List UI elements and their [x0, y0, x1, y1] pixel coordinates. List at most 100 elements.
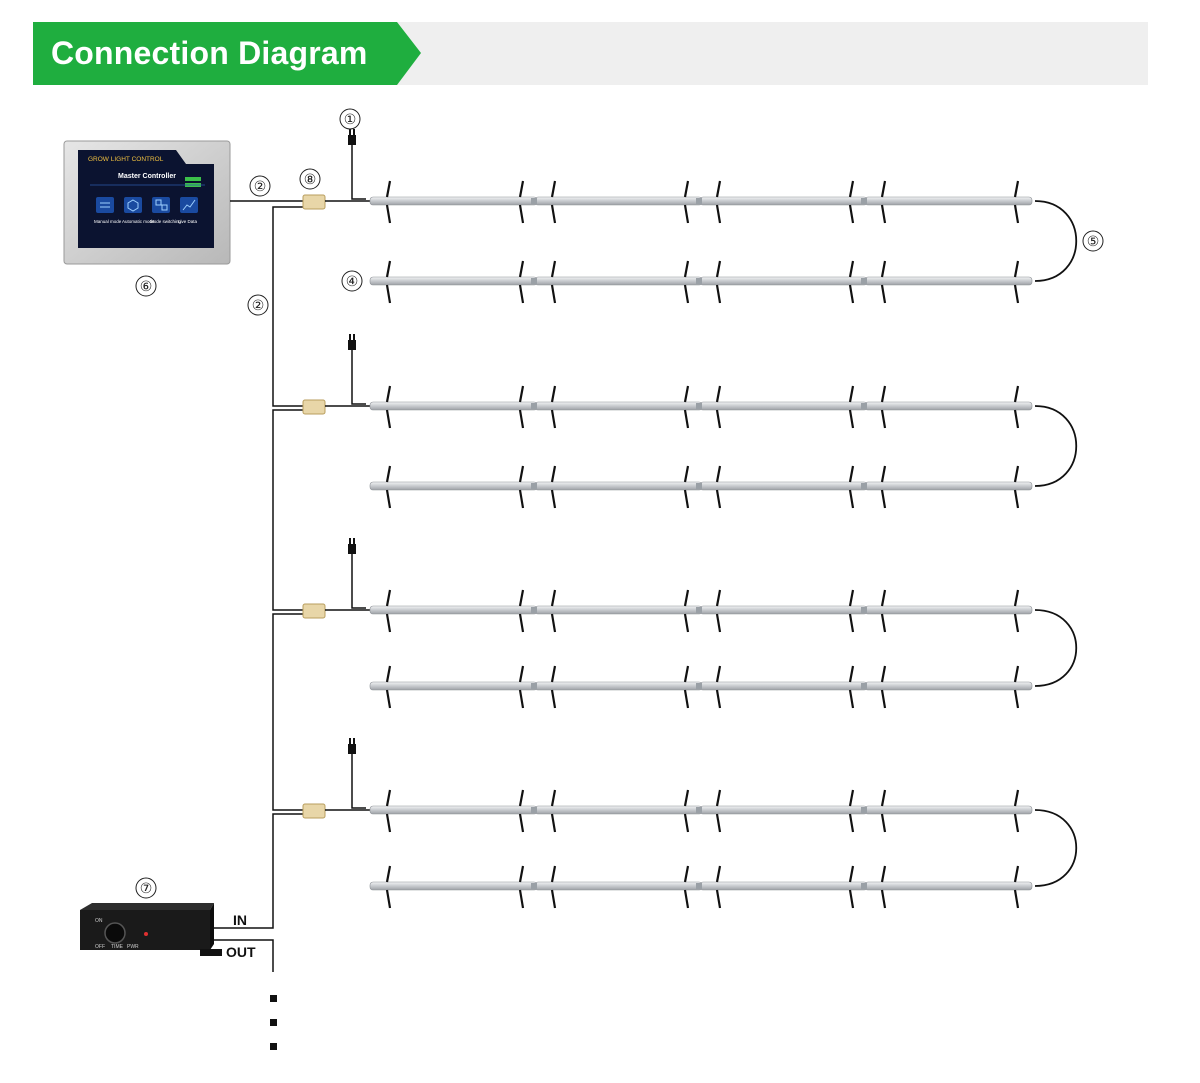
mounting-clip [848, 284, 855, 304]
light-bar [531, 665, 703, 709]
mounting-clip [518, 613, 525, 633]
u-link-cable [1034, 405, 1078, 487]
light-bar [861, 589, 1033, 633]
callouts: ① ② ⑧ ⑤ ④ ⑥ ② ⑦ [135, 108, 1104, 899]
mounting-clip [715, 789, 722, 807]
timer-knob[interactable] [104, 922, 126, 944]
menu-label-manual: Manual mode [94, 219, 122, 224]
bar-joiner [531, 683, 537, 689]
mounting-clip [385, 589, 392, 607]
light-bar [531, 180, 703, 224]
svg-text:⑤: ⑤ [1087, 234, 1100, 250]
mounting-clip [550, 489, 557, 509]
mounting-clip [1013, 284, 1020, 304]
mounting-clip [880, 465, 887, 483]
light-bar-group [302, 334, 1078, 509]
light-bar [861, 180, 1033, 224]
mounting-clip [848, 865, 855, 883]
controller-screen-title: Master Controller [118, 173, 176, 180]
mounting-clip [1013, 689, 1020, 709]
mounting-clip [880, 789, 887, 807]
mounting-clip [683, 260, 690, 278]
master-controller: GROW LIGHT CONTROL Master Controller Man… [63, 140, 231, 265]
mounting-clip [1013, 260, 1020, 278]
bar-joiner [696, 278, 702, 284]
mounting-clip [1013, 613, 1020, 633]
bar-joiner [696, 683, 702, 689]
header-tab [33, 22, 421, 85]
light-bar-group [302, 738, 1078, 909]
bar-joiner [531, 198, 537, 204]
light-bar [531, 385, 703, 429]
mounting-clip [385, 613, 392, 633]
svg-text:⑧: ⑧ [304, 172, 317, 188]
mounting-clip [715, 665, 722, 683]
mounting-clip [848, 613, 855, 633]
mounting-clip [550, 409, 557, 429]
bar-joiner [861, 483, 867, 489]
mounting-clip [385, 889, 392, 909]
chart-icon[interactable] [180, 197, 198, 213]
light-bar [531, 465, 703, 509]
mounting-clip [1013, 180, 1020, 198]
splitter [302, 603, 326, 619]
amplifier-out-label: OUT [226, 944, 256, 960]
mounting-clip [1013, 813, 1020, 833]
mounting-clip [848, 180, 855, 198]
light-bar [369, 789, 538, 833]
mounting-clip [880, 813, 887, 833]
bar-joiner [696, 403, 702, 409]
knob-label-time: TIME [111, 944, 124, 950]
light-bar [531, 589, 703, 633]
mounting-clip [683, 689, 690, 709]
bar-joiner [861, 683, 867, 689]
mounting-clip [385, 385, 392, 403]
bar-joiner [861, 883, 867, 889]
mounting-clip [550, 284, 557, 304]
mounting-clip [1013, 465, 1020, 483]
toggle-icon[interactable] [96, 197, 114, 213]
bar-joiner [861, 807, 867, 813]
mounting-clip [848, 689, 855, 709]
mounting-clip [550, 665, 557, 683]
mounting-clip [518, 665, 525, 683]
mounting-clip [385, 204, 392, 224]
u-link-cable [1034, 200, 1078, 282]
power-cord [351, 554, 366, 609]
mounting-clip [1013, 589, 1020, 607]
mounting-clip [385, 180, 392, 198]
light-bar-group [302, 538, 1078, 709]
mounting-clip [550, 789, 557, 807]
mounting-clip [385, 789, 392, 807]
trunk-cables [210, 200, 306, 972]
light-bar [861, 865, 1033, 909]
mounting-clip [550, 689, 557, 709]
mounting-clip [880, 180, 887, 198]
svg-text:②: ② [254, 179, 267, 195]
bar-joiner [696, 883, 702, 889]
power-cord [351, 145, 366, 200]
mounting-clip [1013, 889, 1020, 909]
light-bar [369, 465, 538, 509]
mounting-clip [715, 613, 722, 633]
mounting-clip [715, 260, 722, 278]
mounting-clip [715, 889, 722, 909]
callout-cable-trunk: ② [247, 294, 269, 316]
mounting-clip [1013, 789, 1020, 807]
mounting-clip [518, 409, 525, 429]
mounting-clip [1013, 665, 1020, 683]
continuation-dots [270, 995, 277, 1050]
bar-joiner [861, 403, 867, 409]
mounting-clip [715, 489, 722, 509]
svg-text:⑥: ⑥ [140, 279, 153, 295]
hexagon-icon[interactable] [124, 197, 142, 213]
mounting-clip [385, 865, 392, 883]
bar-joiner [531, 278, 537, 284]
light-bar [696, 465, 868, 509]
menu-label-automatic: Automatic mode [122, 219, 155, 224]
light-bar-groups [302, 129, 1078, 909]
mounting-clip [848, 260, 855, 278]
mounting-clip [848, 665, 855, 683]
mounting-clip [518, 689, 525, 709]
light-bar [696, 180, 868, 224]
